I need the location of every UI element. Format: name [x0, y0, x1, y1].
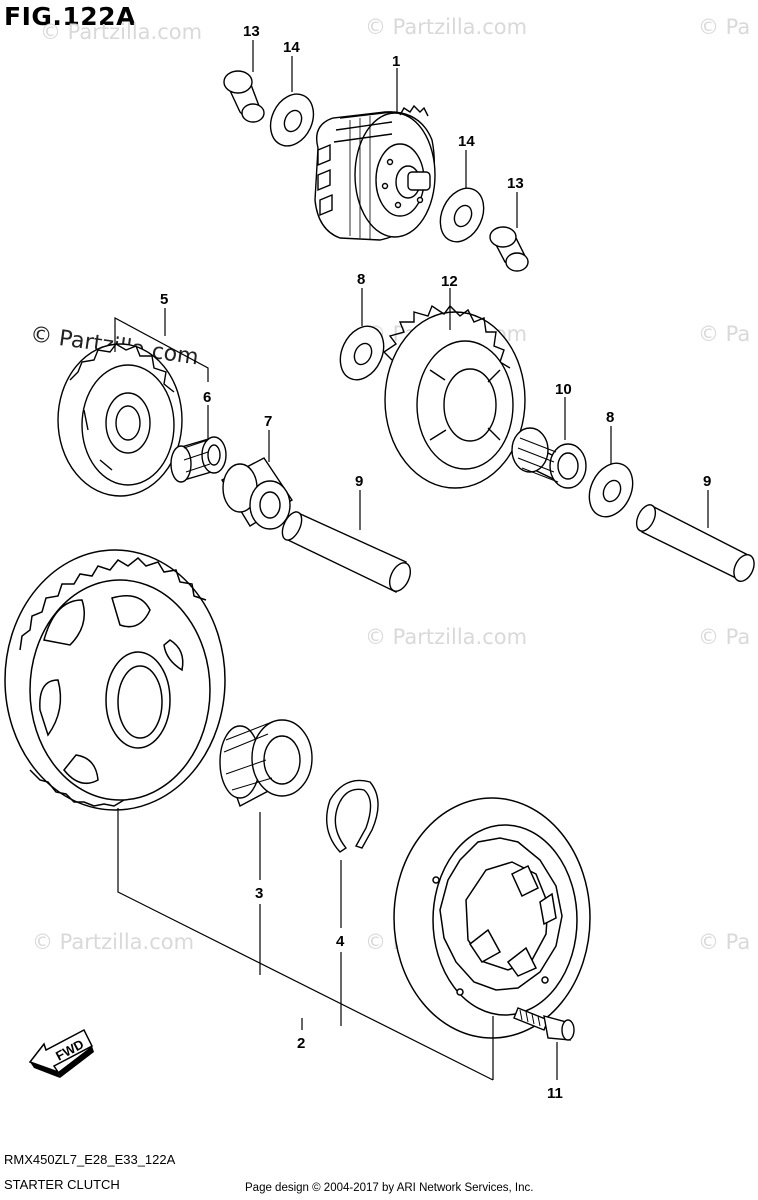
leader-lines: [114, 40, 709, 1081]
part-14-washer: [439, 187, 485, 243]
part-8-washer: [588, 462, 634, 518]
callout-11: 11: [547, 1085, 563, 1102]
page-credit: Page design © 2004-2017 by ARI Network S…: [245, 1182, 534, 1194]
watermark: © Partzilla.com: [365, 625, 528, 649]
forward-arrow-icon: FWD: [28, 1028, 94, 1078]
callout-2: 2: [297, 1035, 305, 1052]
part-4-circlip: [326, 779, 379, 853]
callout-5: 5: [160, 291, 168, 308]
part-6-needle-bearing: [170, 436, 227, 483]
callout-4: 4: [336, 933, 345, 950]
watermark: © Pa: [698, 625, 751, 649]
part-2-starter-gear: [4, 549, 226, 811]
callout-9: 9: [703, 473, 711, 490]
callout-14: 14: [458, 133, 475, 150]
callout-6: 6: [203, 389, 211, 406]
part-1-gear-assembly: [314, 104, 436, 241]
watermark: © Pa: [698, 322, 751, 346]
part-9-shaft: [635, 503, 755, 582]
one-way-clutch-housing: [393, 797, 591, 1039]
part-12-idle-gear: [382, 304, 526, 489]
callout-1: 1: [392, 53, 400, 70]
figure-name: STARTER CLUTCH: [4, 1177, 120, 1192]
callout-10: 10: [555, 381, 572, 398]
callout-9: 9: [355, 473, 363, 490]
callout-12: 12: [441, 273, 458, 290]
callout-8: 8: [357, 271, 365, 288]
part-10-needle-bearing: [511, 427, 587, 489]
figure-title: FIG.122A: [4, 2, 136, 31]
part-7-bushing: [221, 457, 293, 530]
part-9-shaft: [281, 511, 412, 593]
watermark: © Partzilla.com: [40, 20, 203, 44]
callout-8: 8: [606, 409, 614, 426]
part-5-gear: [57, 343, 183, 497]
part-14-washer: [269, 93, 315, 147]
callout-7: 7: [264, 413, 272, 430]
figure-code: RMX450ZL7_E28_E33_122A: [4, 1152, 176, 1167]
part-11-bolt: [513, 1007, 575, 1041]
watermark: © Pa: [698, 930, 751, 954]
callout-14: 14: [283, 39, 300, 56]
callout-3: 3: [255, 885, 263, 902]
part-13-bushing: [223, 70, 265, 123]
watermark: © Partzilla.com: [32, 930, 195, 954]
part-8-washer: [339, 325, 385, 381]
watermark: © Pa: [698, 15, 751, 39]
part-3-needle-bearing: [219, 719, 313, 807]
callout-13: 13: [507, 175, 524, 192]
part-13-bushing: [489, 226, 529, 272]
callout-13: 13: [243, 23, 260, 40]
watermark: © Partzilla.com: [365, 15, 528, 39]
